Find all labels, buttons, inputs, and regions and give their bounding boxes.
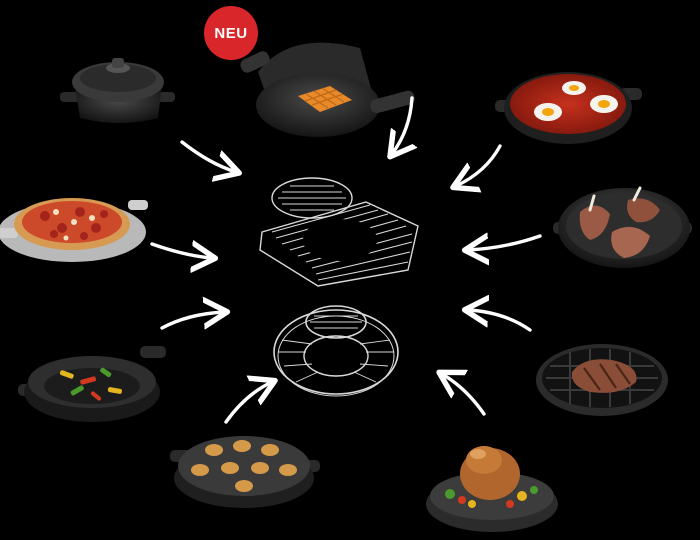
new-badge: NEU [204,6,258,60]
waffle-maker-icon [240,42,415,137]
arrow-from-dutch-oven [180,140,236,172]
arrow-from-griddle [468,236,542,250]
arrow-from-wok [160,312,224,330]
square-grate-icon [259,177,419,287]
sear-grate-with-steak-icon [536,344,668,416]
pizza-stone-icon [0,198,148,262]
arrows [150,96,542,424]
pan-with-eggs-icon [495,72,642,144]
dutch-oven-icon [60,58,175,123]
poultry-roaster-icon [426,446,558,532]
arrow-from-poultry-roaster [442,374,486,416]
griddle-with-lamb-icon [553,186,692,268]
arrow-from-pan-with-eggs [456,144,502,186]
muffin-insert-icon [170,436,320,508]
arrow-from-waffle-maker [392,96,412,154]
arrow-from-muffin-insert [224,382,272,424]
wok-icon [18,346,166,422]
round-grate-icon [273,305,399,397]
arrow-from-pizza-stone [150,244,212,258]
arrow-from-sear-grate [468,310,532,332]
